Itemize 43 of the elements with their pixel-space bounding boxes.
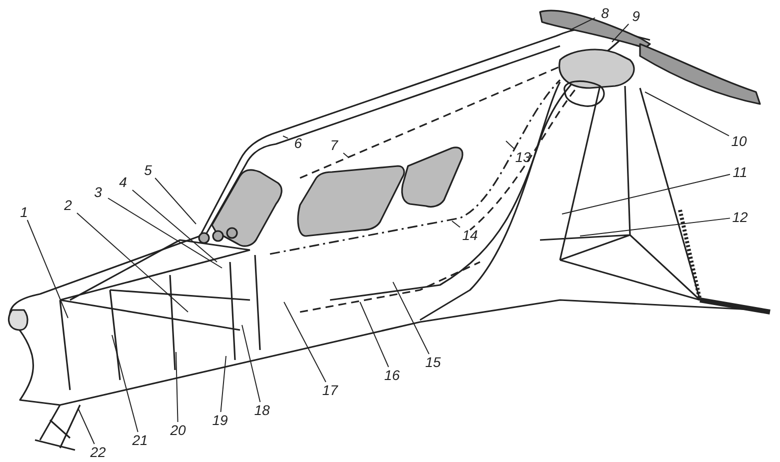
leader-line — [220, 356, 226, 412]
leader-line — [176, 352, 178, 422]
callout-number: 20 — [168, 422, 188, 438]
callout-number: 14 — [460, 227, 480, 243]
leader-line — [78, 408, 95, 444]
callout-number: 11 — [730, 164, 750, 180]
leader-line — [154, 178, 196, 224]
leader-line — [580, 218, 730, 236]
callout-number: 2 — [58, 197, 78, 213]
leader-line — [112, 334, 138, 432]
leader-line — [570, 17, 596, 30]
callout-number: 19 — [210, 412, 230, 428]
leader-line — [612, 24, 630, 42]
leader-line — [342, 152, 348, 158]
leader-line — [132, 190, 218, 262]
callout-number: 17 — [320, 382, 340, 398]
leader-line — [644, 92, 730, 136]
callout-number: 22 — [88, 444, 108, 460]
leader-line — [392, 282, 430, 354]
callout-number: 16 — [382, 367, 402, 383]
callout-number: 4 — [113, 174, 133, 190]
callout-number: 12 — [730, 209, 750, 225]
callout-number: 21 — [130, 432, 150, 448]
leader-line — [562, 174, 730, 214]
callout-number: 10 — [729, 133, 749, 149]
leader-line — [284, 302, 326, 382]
leader-line — [76, 212, 188, 312]
callout-number: 3 — [88, 184, 108, 200]
leader-line — [26, 220, 68, 318]
callout-number: 6 — [288, 135, 308, 151]
callout-number: 7 — [324, 137, 344, 153]
leader-line — [452, 220, 460, 228]
callout-number: 1 — [14, 204, 34, 220]
callout-number: 18 — [252, 402, 272, 418]
callout-number: 5 — [138, 162, 158, 178]
leader-line — [242, 324, 261, 402]
callout-number: 8 — [595, 5, 615, 21]
leader-line — [108, 198, 222, 268]
leader-line — [282, 136, 288, 139]
callout-number: 9 — [626, 8, 646, 24]
leader-line — [506, 140, 515, 150]
leader-line — [360, 302, 389, 368]
callout-number: 15 — [423, 354, 443, 370]
